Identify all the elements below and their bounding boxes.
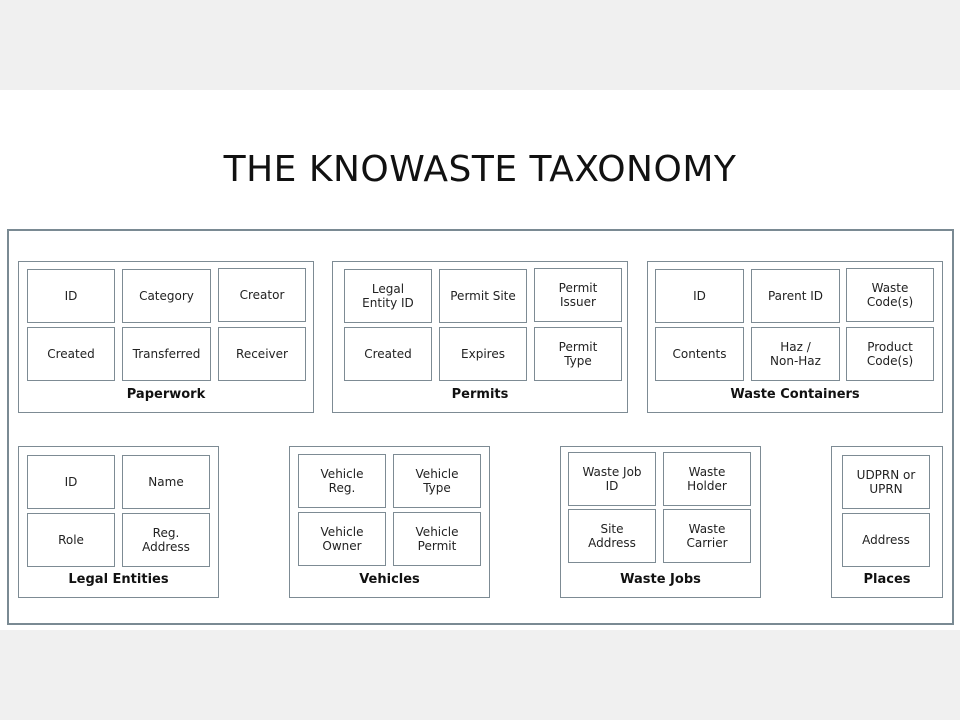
cell-paperwork-category: Category xyxy=(122,269,211,323)
group-label-legal-entities: Legal Entities xyxy=(68,572,169,587)
cell-entities-role: Role xyxy=(27,513,115,567)
group-waste-jobs: Waste Job ID Waste Holder Site Address W… xyxy=(560,446,761,598)
group-waste-containers: ID Parent ID Waste Code(s) Contents Haz … xyxy=(647,261,943,413)
slide: THE KNOWASTE TAXONOMY ID Category Creato… xyxy=(0,90,960,630)
taxonomy-frame xyxy=(7,229,954,625)
cell-containers-waste-codes: Waste Code(s) xyxy=(846,268,934,322)
cell-containers-contents: Contents xyxy=(655,327,744,381)
group-legal-entities: ID Name Role Reg. Address Legal Entities xyxy=(18,446,219,598)
cell-paperwork-receiver: Receiver xyxy=(218,327,306,381)
cell-vehicles-type: Vehicle Type xyxy=(393,454,481,508)
cell-permits-legal-entity-id: Legal Entity ID xyxy=(344,269,432,323)
cell-places-udprn: UDPRN or UPRN xyxy=(842,455,930,509)
cell-vehicles-owner: Vehicle Owner xyxy=(298,512,386,566)
cell-containers-haz-non-haz: Haz / Non-Haz xyxy=(751,327,840,381)
group-label-vehicles: Vehicles xyxy=(359,572,420,587)
group-paperwork: ID Category Creator Created Transferred … xyxy=(18,261,314,413)
cell-entities-reg-address: Reg. Address xyxy=(122,513,210,567)
cell-permits-permit-type: Permit Type xyxy=(534,327,622,381)
cell-vehicles-reg: Vehicle Reg. xyxy=(298,454,386,508)
group-label-paperwork: Paperwork xyxy=(126,387,206,402)
cell-containers-id: ID xyxy=(655,269,744,323)
cell-jobs-waste-holder: Waste Holder xyxy=(663,452,751,506)
group-permits: Legal Entity ID Permit Site Permit Issue… xyxy=(332,261,628,413)
cell-paperwork-creator: Creator xyxy=(218,268,306,322)
group-label-places: Places xyxy=(863,572,911,587)
cell-permits-expires: Expires xyxy=(439,327,527,381)
cell-entities-id: ID xyxy=(27,455,115,509)
cell-places-address: Address xyxy=(842,513,930,567)
cell-jobs-waste-carrier: Waste Carrier xyxy=(663,509,751,563)
cell-paperwork-transferred: Transferred xyxy=(122,327,211,381)
cell-permits-created: Created xyxy=(344,327,432,381)
cell-jobs-site-address: Site Address xyxy=(568,509,656,563)
group-label-permits: Permits xyxy=(451,387,509,402)
cell-jobs-id: Waste Job ID xyxy=(568,452,656,506)
group-label-waste-jobs: Waste Jobs xyxy=(620,572,701,587)
cell-permits-permit-issuer: Permit Issuer xyxy=(534,268,622,322)
group-vehicles: Vehicle Reg. Vehicle Type Vehicle Owner … xyxy=(289,446,490,598)
group-label-waste-containers: Waste Containers xyxy=(730,387,860,402)
cell-paperwork-id: ID xyxy=(27,269,115,323)
cell-paperwork-created: Created xyxy=(27,327,115,381)
cell-vehicles-permit: Vehicle Permit xyxy=(393,512,481,566)
cell-containers-parent-id: Parent ID xyxy=(751,269,840,323)
cell-entities-name: Name xyxy=(122,455,210,509)
group-places: UDPRN or UPRN Address Places xyxy=(831,446,943,598)
cell-permits-permit-site: Permit Site xyxy=(439,269,527,323)
slide-title: THE KNOWASTE TAXONOMY xyxy=(223,149,737,190)
cell-containers-product-codes: Product Code(s) xyxy=(846,327,934,381)
